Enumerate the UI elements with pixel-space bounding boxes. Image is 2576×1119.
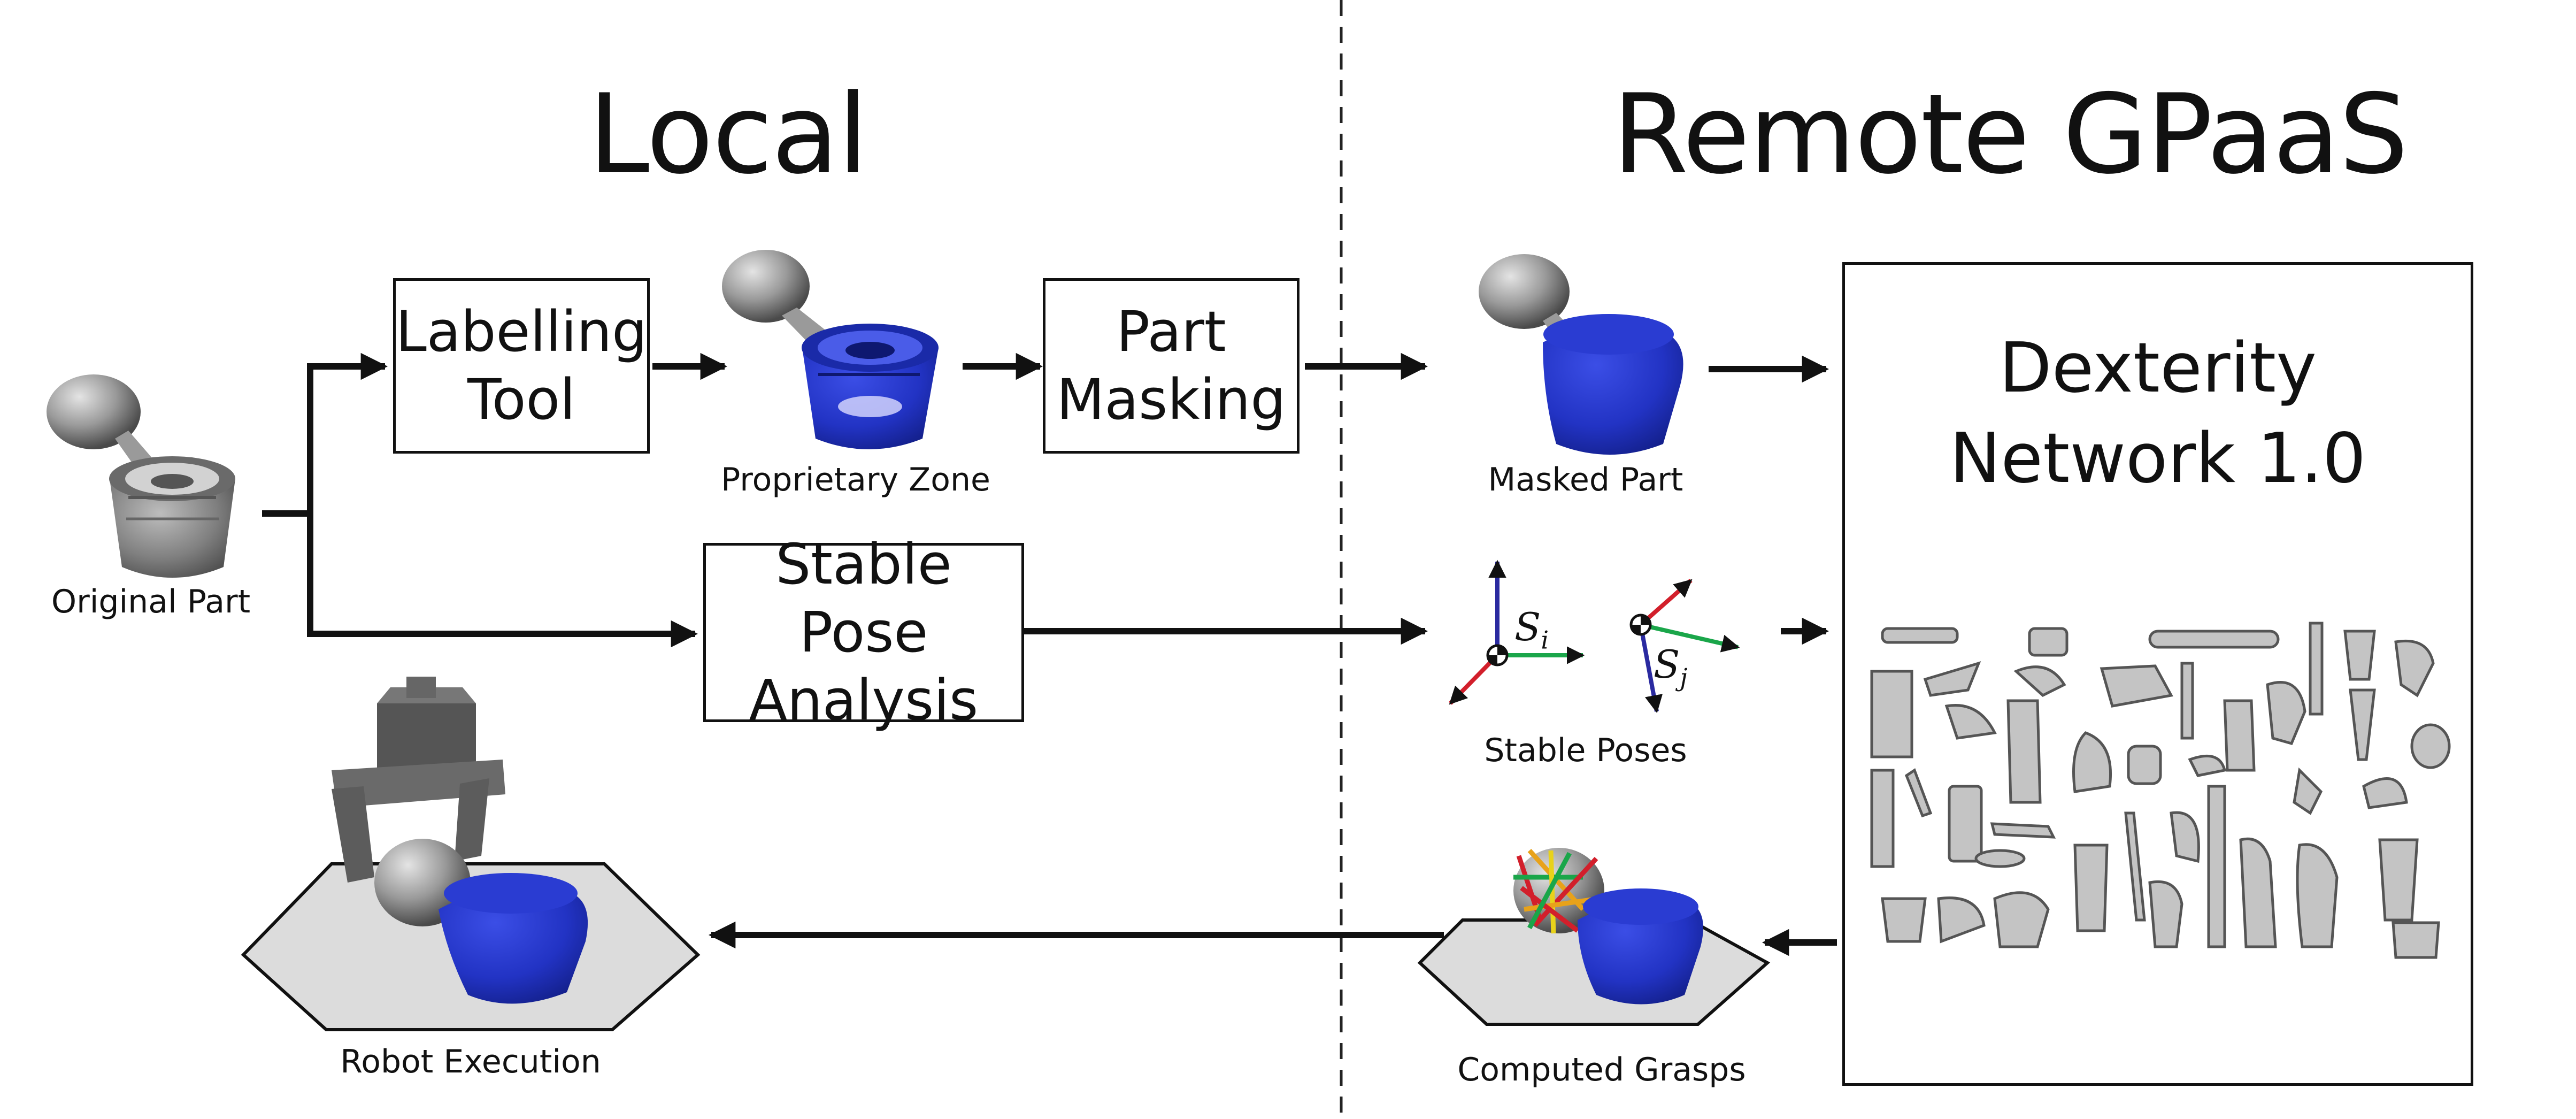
robot-execution-scene	[241, 677, 701, 1031]
pose-label-si: Si	[1514, 604, 1549, 655]
remote-gpaas-heading: Remote GPaaS	[1612, 71, 2409, 198]
object-dataset-thumbnails	[1870, 622, 2451, 959]
proprietary-zone-caption: Proprietary Zone	[721, 461, 990, 499]
computed-grasps-scene	[1417, 848, 1771, 1026]
stable-pose-analysis-box: Stable Pose Analysis	[703, 532, 1024, 733]
local-heading: Local	[588, 71, 868, 198]
dexterity-network-title: Dexterity Network 1.0	[1949, 328, 2366, 499]
stable-poses-caption: Stable Poses	[1484, 732, 1687, 769]
part-masking-box: Part Masking	[1043, 278, 1299, 454]
part-masking-label: Part Masking	[1056, 299, 1286, 432]
computed-grasps-caption: Computed Grasps	[1457, 1051, 1746, 1089]
stable-pose-sj-frame	[1629, 579, 1740, 714]
proprietary-zone-model	[722, 250, 939, 449]
flow-arrows	[262, 352, 1837, 956]
pose-label-sj: Sj	[1654, 642, 1688, 692]
stable-pose-si-frame	[1449, 560, 1585, 705]
original-part-caption: Original Part	[51, 583, 251, 620]
robot-execution-caption: Robot Execution	[340, 1043, 601, 1080]
stable-pose-analysis-label: Stable Pose Analysis	[749, 532, 979, 733]
masked-part-caption: Masked Part	[1488, 461, 1683, 499]
dexterity-network-box: Dexterity Network 1.0	[1842, 262, 2473, 1086]
labelling-tool-label: Labelling Tool	[395, 299, 648, 432]
masked-part-model	[1479, 254, 1683, 455]
labelling-tool-box: Labelling Tool	[393, 278, 650, 454]
original-part-model	[47, 374, 235, 578]
